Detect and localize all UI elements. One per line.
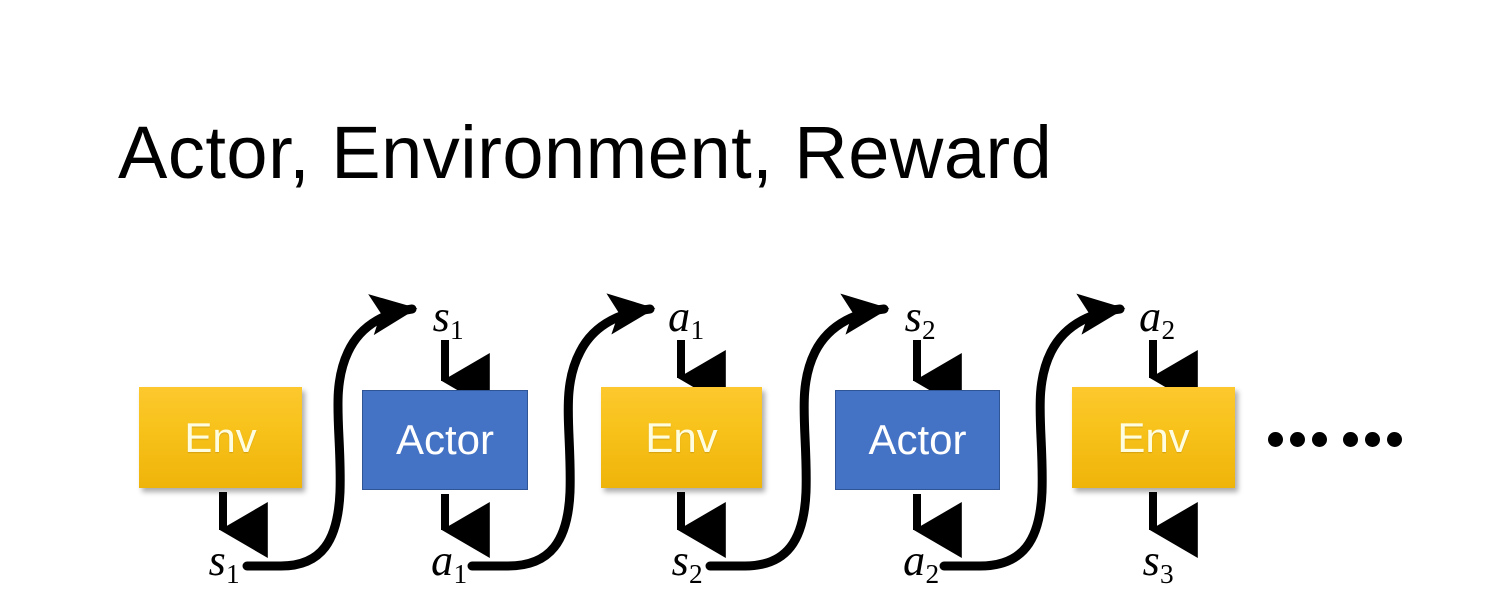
node-env-1-label: Env bbox=[184, 413, 257, 461]
ellipsis-dot bbox=[1365, 432, 1380, 447]
label-bottom-action-2-sub: 2 bbox=[925, 558, 940, 589]
label-bottom-state-2-sub: 2 bbox=[689, 558, 703, 589]
label-top-action-1-sub: 1 bbox=[690, 314, 705, 345]
label-top-action-1-base: a bbox=[668, 292, 691, 341]
label-bottom-state-3-sub: 3 bbox=[1160, 558, 1174, 589]
label-top-state-2-sub: 2 bbox=[922, 314, 936, 345]
ellipsis-dot bbox=[1343, 432, 1358, 447]
node-actor-2-label: Actor bbox=[868, 416, 967, 463]
label-bottom-state-1: s1 bbox=[208, 536, 240, 588]
label-bottom-action-1-sub: 1 bbox=[453, 558, 468, 589]
page-title: Actor, Environment, Reward bbox=[118, 111, 1053, 194]
label-bottom-state-2: s2 bbox=[671, 536, 703, 588]
label-top-state-1-base: s bbox=[432, 292, 450, 341]
label-top-action-2-sub: 2 bbox=[1161, 314, 1176, 345]
node-actor-1-label: Actor bbox=[395, 416, 495, 463]
node-env-3[interactable]: Env bbox=[1072, 387, 1235, 488]
node-actor-1[interactable]: Actor bbox=[362, 390, 528, 490]
label-top-state-1: s1 bbox=[432, 292, 464, 344]
ellipsis-dot bbox=[1312, 432, 1327, 447]
label-top-action-2: a2 bbox=[1139, 292, 1175, 344]
node-actor-2[interactable]: Actor bbox=[835, 390, 1000, 490]
label-bottom-state-1-base: s bbox=[208, 536, 226, 585]
label-bottom-action-2: a2 bbox=[903, 536, 939, 588]
label-top-action-1: a1 bbox=[668, 292, 704, 344]
node-env-3-label: Env bbox=[1117, 413, 1190, 461]
label-top-action-2-base: a bbox=[1139, 292, 1162, 341]
node-env-1[interactable]: Env bbox=[139, 387, 302, 488]
label-bottom-state-3-base: s bbox=[1142, 536, 1160, 585]
label-bottom-state-2-base: s bbox=[671, 536, 689, 585]
node-env-2[interactable]: Env bbox=[601, 387, 762, 488]
ellipsis-continuation bbox=[1268, 432, 1402, 447]
label-top-state-2-base: s bbox=[904, 292, 922, 341]
label-bottom-action-1-base: a bbox=[431, 536, 454, 585]
node-env-2-label: Env bbox=[645, 413, 718, 461]
label-bottom-state-3: s3 bbox=[1142, 536, 1174, 588]
ellipsis-dot bbox=[1290, 432, 1305, 447]
label-bottom-action-2-base: a bbox=[903, 536, 926, 585]
ellipsis-dot bbox=[1387, 432, 1402, 447]
label-top-state-1-sub: 1 bbox=[450, 314, 464, 345]
label-bottom-state-1-sub: 1 bbox=[226, 558, 240, 589]
label-bottom-action-1: a1 bbox=[431, 536, 467, 588]
label-top-state-2: s2 bbox=[904, 292, 936, 344]
ellipsis-dot bbox=[1268, 432, 1283, 447]
